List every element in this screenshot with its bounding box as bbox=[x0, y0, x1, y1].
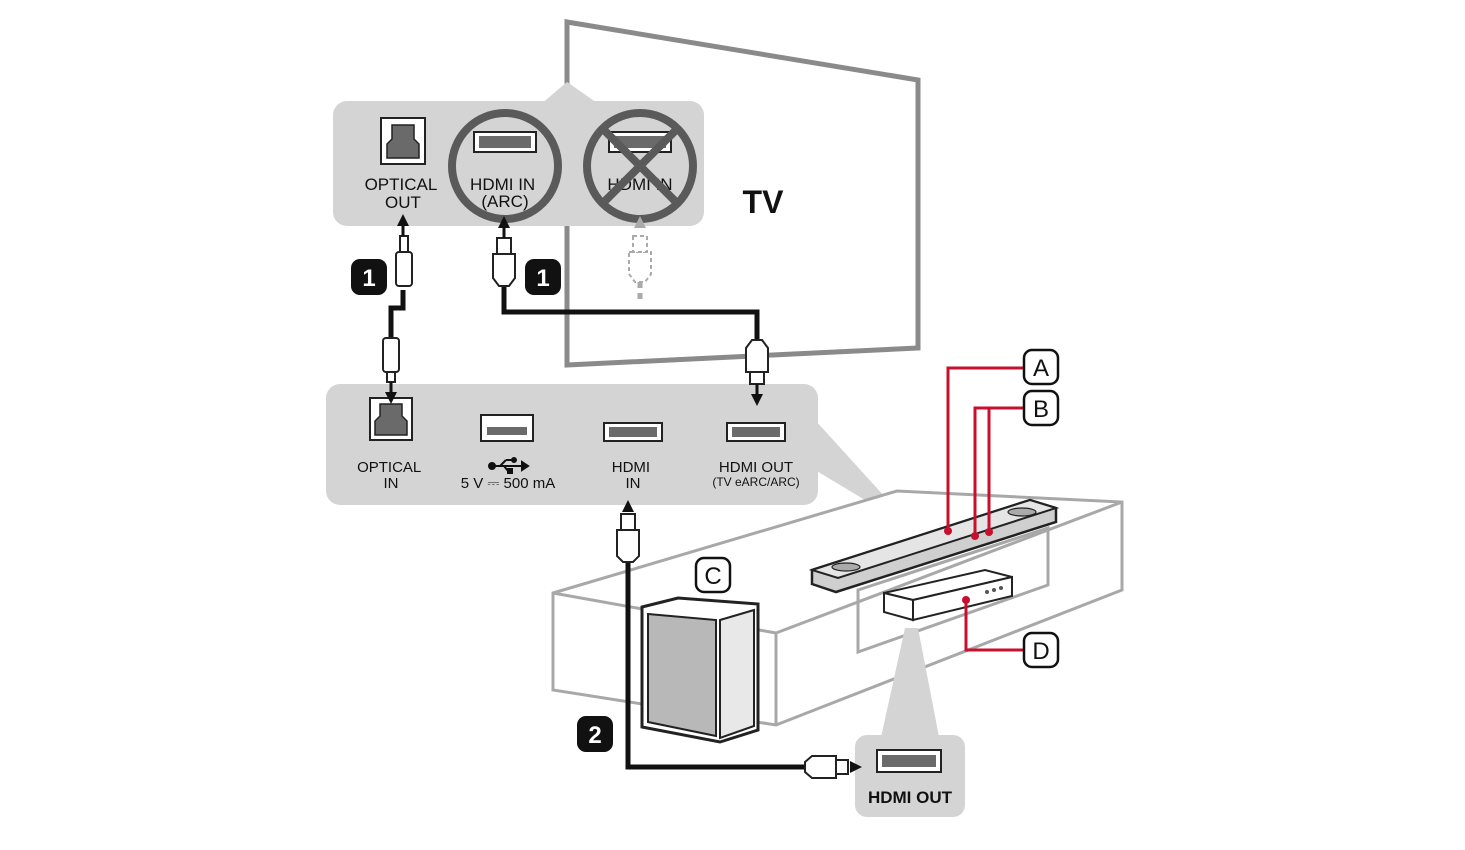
arrow-right-icon bbox=[850, 761, 862, 773]
soundbar-port-panel: OPTICAL IN 5 V ⎓ 500 mA HDMI IN bbox=[326, 384, 818, 505]
hdmi-arc-cable bbox=[492, 216, 769, 406]
optical-out-port-icon bbox=[380, 117, 426, 165]
hdmi-plug-icon bbox=[745, 339, 769, 373]
hdmi-plug-icon bbox=[804, 755, 837, 779]
optical-plug-icon bbox=[395, 251, 413, 287]
callout-a: A bbox=[1022, 348, 1060, 386]
optical-in-port-icon bbox=[369, 397, 413, 441]
svg-text:C: C bbox=[704, 563, 721, 590]
usb-port-icon bbox=[480, 414, 534, 442]
callout-c: C bbox=[694, 556, 732, 594]
hdmi-input-cable bbox=[616, 500, 862, 779]
callout-b: B bbox=[1022, 389, 1060, 427]
soundbar-hdmi-out-label: HDMI OUT bbox=[719, 459, 793, 476]
soundbar-hdmi-in-port-icon bbox=[603, 422, 663, 442]
svg-text:A: A bbox=[1033, 355, 1049, 382]
hdmi-plug-icon bbox=[628, 251, 652, 283]
device-port-panel: HDMI OUT bbox=[855, 735, 965, 817]
arrow-down-icon bbox=[385, 392, 397, 404]
step-1-optical-badge: 1 bbox=[351, 259, 387, 295]
callout-dots bbox=[944, 527, 993, 604]
callout-d: D bbox=[1022, 631, 1060, 669]
svg-text:1: 1 bbox=[362, 265, 375, 292]
arrow-down-icon bbox=[751, 394, 763, 406]
hdmi-cable-not-used bbox=[628, 216, 652, 304]
soundbar-hdmi-in-label: HDMI IN bbox=[612, 459, 655, 492]
optical-in-label: OPTICAL IN bbox=[357, 459, 425, 492]
callout-lines bbox=[946, 366, 1023, 652]
usb-power-label: 5 V ⎓ 500 mA bbox=[461, 475, 556, 492]
soundbar bbox=[808, 498, 1060, 594]
svg-text:2: 2 bbox=[588, 722, 601, 749]
svg-text:B: B bbox=[1033, 396, 1049, 423]
tv-panel-pointer bbox=[540, 82, 600, 105]
hdmi-in-arc-port-icon bbox=[473, 131, 537, 153]
device-panel-pointer bbox=[880, 628, 940, 742]
step-2-badge: 2 bbox=[577, 716, 613, 752]
svg-text:D: D bbox=[1032, 638, 1049, 665]
svg-text:1: 1 bbox=[536, 265, 549, 292]
tv-port-panel: OPTICAL OUT HDMI IN (ARC) HDMI IN bbox=[333, 101, 704, 226]
arrow-up-icon bbox=[498, 216, 510, 228]
soundbar-hdmi-out-sublabel: (TV eARC/ARC) bbox=[712, 475, 799, 489]
hdmi-plug-icon bbox=[616, 529, 640, 563]
soundbar-hdmi-out-port-icon bbox=[726, 422, 786, 442]
step-1-hdmi-badge: 1 bbox=[525, 259, 561, 295]
usb-symbol-icon bbox=[488, 457, 530, 474]
subwoofer bbox=[640, 596, 760, 744]
device-hdmi-out-port-icon bbox=[876, 749, 942, 773]
tv-title: TV bbox=[743, 184, 785, 220]
optical-out-label: OPTICAL OUT bbox=[365, 175, 442, 212]
arrow-up-icon bbox=[622, 500, 634, 512]
arrow-up-icon bbox=[634, 216, 646, 228]
hdmi-plug-icon bbox=[492, 253, 516, 287]
optical-plug-icon bbox=[382, 337, 400, 373]
device-hdmi-out-label: HDMI OUT bbox=[868, 788, 953, 807]
hdmi-in-arc-label: HDMI IN (ARC) bbox=[470, 175, 540, 211]
optical-cable bbox=[382, 214, 413, 404]
